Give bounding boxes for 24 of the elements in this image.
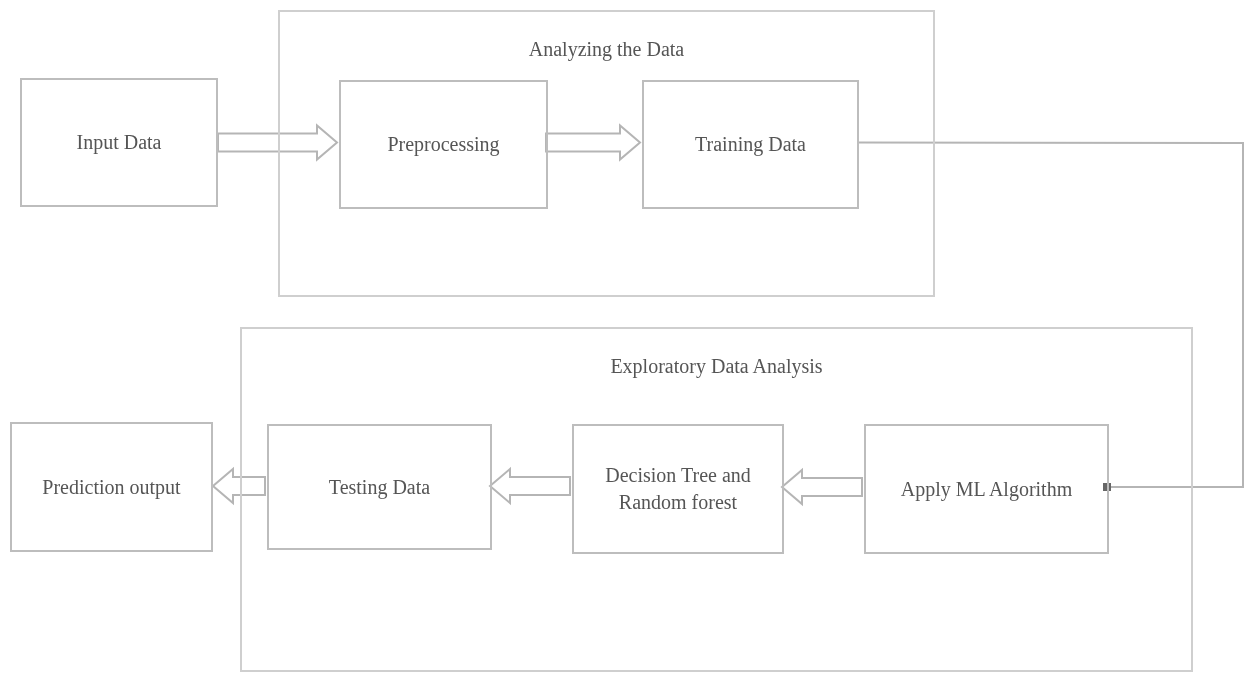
- block-arrow: [211, 466, 266, 506]
- box-label: Testing Data: [327, 474, 432, 501]
- box-label: Decision Tree and Random forest: [604, 463, 752, 515]
- process-box: [20, 78, 218, 207]
- block-arrow: [780, 467, 863, 507]
- box-label: Preprocessing: [386, 132, 501, 158]
- process-box: [10, 422, 213, 552]
- process-box: [642, 80, 859, 209]
- process-box: [339, 80, 548, 209]
- box-label: Apply ML Algorithm: [899, 476, 1074, 503]
- process-box: [267, 424, 492, 550]
- group-title: Exploratory Data Analysis: [609, 354, 824, 380]
- box-label: Training Data: [694, 132, 807, 158]
- group-title: Analyzing the Data: [527, 37, 686, 63]
- block-arrow: [217, 123, 339, 162]
- process-box: [572, 424, 784, 554]
- box-label: Input Data: [75, 130, 163, 156]
- process-box: [864, 424, 1109, 554]
- connector-line: [856, 141, 1244, 491]
- block-arrow: [488, 466, 571, 506]
- group-frame: [278, 10, 935, 297]
- box-label: Prediction output: [41, 474, 182, 501]
- group-frame: [240, 327, 1193, 672]
- block-arrow: [545, 123, 642, 162]
